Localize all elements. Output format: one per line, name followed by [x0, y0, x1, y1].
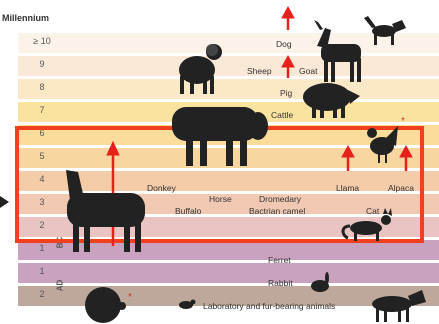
animal-silhouettes: [66, 16, 426, 323]
pointer-triangle-icon: [0, 196, 9, 208]
asterisk-icon: *: [401, 116, 405, 127]
rabbit-silhouette-icon: [311, 272, 329, 292]
pig-silhouette-icon: [303, 83, 360, 118]
turkey-silhouette-icon: [85, 287, 126, 323]
arrow-llama-icon: [342, 146, 354, 171]
mouse-silhouette-icon: [179, 300, 196, 310]
arrow-sheep-goat-icon: [282, 56, 294, 78]
arrow-alpaca-icon: [400, 146, 412, 171]
rooster-silhouette-icon: [367, 126, 398, 163]
fox-silhouette-icon: [372, 290, 426, 322]
cat-silhouette-icon: [343, 208, 392, 241]
goat-silhouette-icon: [314, 20, 361, 82]
asterisk-icon: *: [128, 292, 132, 303]
sheep-silhouette-icon: [179, 44, 222, 94]
dog-silhouette-icon: [364, 16, 406, 45]
arrow-dog-icon: [282, 7, 294, 30]
cattle-silhouette-icon: [172, 107, 268, 166]
